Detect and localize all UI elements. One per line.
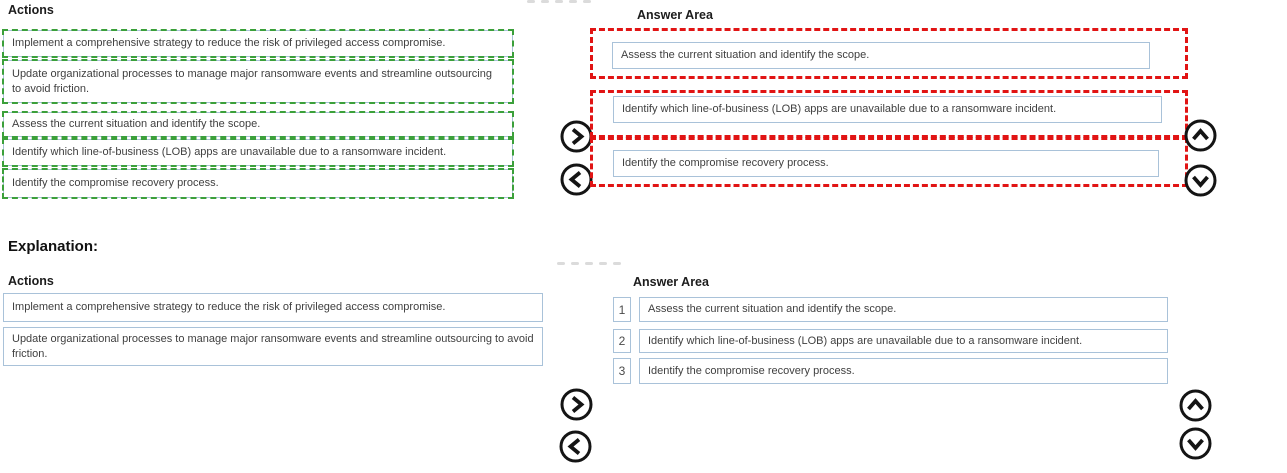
action-item-label: Identify the compromise recovery process…	[12, 177, 219, 190]
answer-order-number: 3	[613, 358, 631, 384]
action-item[interactable]: Identify which line-of-business (LOB) ap…	[2, 138, 514, 167]
explanation-header: Explanation:	[8, 238, 99, 255]
answer-slot[interactable]: Assess the current situation and identif…	[612, 42, 1150, 69]
move-down-button[interactable]	[1178, 426, 1213, 461]
move-right-button[interactable]	[559, 119, 594, 154]
answer-slot-label: Assess the current situation and identif…	[648, 303, 897, 316]
chevron-up-icon	[1184, 119, 1217, 152]
drag-dots	[557, 262, 621, 265]
action-item-label: Implement a comprehensive strategy to re…	[12, 37, 446, 50]
dot	[613, 262, 621, 265]
answer-slot: Assess the current situation and identif…	[639, 297, 1168, 322]
answer-slot-label: Assess the current situation and identif…	[621, 49, 870, 62]
action-item[interactable]: Identify the compromise recovery process…	[2, 168, 514, 199]
dot	[557, 262, 565, 265]
dot	[541, 0, 549, 3]
chevron-down-icon	[1184, 164, 1217, 197]
dot	[585, 262, 593, 265]
chevron-right-icon	[560, 120, 593, 153]
answer-slot: Identify which line-of-business (LOB) ap…	[639, 329, 1168, 353]
chevron-down-icon	[1179, 427, 1212, 460]
chevron-up-icon	[1179, 389, 1212, 422]
move-down-button[interactable]	[1183, 163, 1218, 198]
answer-order-number: 2	[613, 329, 631, 353]
answer-slot-label: Identify the compromise recovery process…	[622, 157, 829, 170]
answer-order-number-label: 1	[618, 302, 626, 317]
answer-slot-label: Identify the compromise recovery process…	[648, 364, 855, 377]
chevron-left-icon	[559, 430, 592, 463]
action-item-label: Update organizational processes to manag…	[12, 332, 534, 360]
chevron-left-icon	[560, 163, 593, 196]
dot	[583, 0, 591, 3]
dot	[571, 262, 579, 265]
action-item: Implement a comprehensive strategy to re…	[3, 293, 543, 322]
chevron-right-icon	[560, 388, 593, 421]
move-right-button[interactable]	[559, 387, 594, 422]
answer-highlight-rect	[590, 28, 1188, 79]
action-item-label: Implement a comprehensive strategy to re…	[12, 301, 446, 314]
action-item: Update organizational processes to manag…	[3, 327, 543, 366]
action-item-label: Assess the current situation and identif…	[12, 118, 261, 131]
answer-slot[interactable]: Identify which line-of-business (LOB) ap…	[613, 96, 1162, 123]
action-item[interactable]: Update organizational processes to manag…	[2, 59, 514, 104]
action-item-label: Update organizational processes to manag…	[12, 67, 492, 95]
answer-highlight-rect	[590, 90, 1188, 138]
answer-slot: Identify the compromise recovery process…	[639, 358, 1168, 384]
answer-slot-label: Identify which line-of-business (LOB) ap…	[648, 334, 1083, 347]
drag-dots	[527, 0, 591, 3]
dot	[569, 0, 577, 3]
action-item[interactable]: Implement a comprehensive strategy to re…	[2, 29, 514, 58]
answer-area-header: Answer Area	[637, 8, 713, 22]
move-left-button[interactable]	[559, 162, 594, 197]
actions-header: Actions	[8, 3, 54, 17]
actions-header: Actions	[8, 274, 54, 288]
dot	[599, 262, 607, 265]
answer-order-number: 1	[613, 297, 631, 322]
answer-highlight-rect	[590, 137, 1188, 187]
move-left-button[interactable]	[558, 429, 593, 464]
answer-area-header: Answer Area	[633, 275, 709, 289]
move-up-button[interactable]	[1178, 388, 1213, 423]
dot	[555, 0, 563, 3]
answer-order-number-label: 3	[618, 364, 626, 378]
dot	[527, 0, 535, 3]
answer-slot-label: Identify which line-of-business (LOB) ap…	[622, 103, 1057, 116]
answer-slot[interactable]: Identify the compromise recovery process…	[613, 150, 1159, 177]
move-up-button[interactable]	[1183, 118, 1218, 153]
action-item[interactable]: Assess the current situation and identif…	[2, 111, 514, 138]
answer-order-number-label: 2	[618, 334, 626, 348]
action-item-label: Identify which line-of-business (LOB) ap…	[12, 146, 447, 159]
